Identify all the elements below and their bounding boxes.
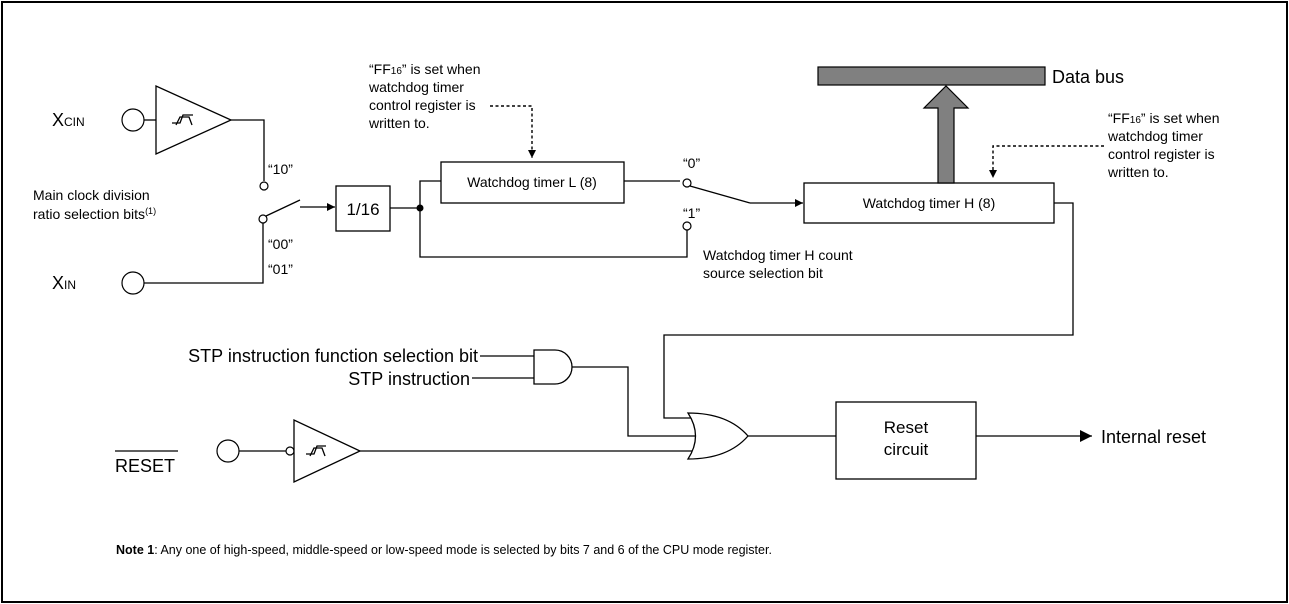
- reset-circuit-line2: circuit: [884, 440, 929, 459]
- timer-h-note-line1: “FF16” is set when: [1108, 110, 1219, 126]
- reset-circuit-line1: Reset: [884, 418, 929, 437]
- reset-inverter-bubble: [285, 446, 295, 456]
- timer-l-note-line4: written to.: [368, 115, 430, 131]
- h-source-label-line1: Watchdog timer H count: [703, 247, 853, 263]
- data-bus-label: Data bus: [1052, 67, 1124, 87]
- xin-label: XIN: [52, 273, 76, 293]
- timer-h-note-line3: control register is: [1108, 146, 1215, 162]
- clock-switch-10-label: “10”: [268, 161, 293, 177]
- h-source-0-contact: [682, 178, 692, 188]
- reset-or-gate: [686, 412, 749, 460]
- xin-pin: [121, 271, 145, 295]
- reset-schmitt-buffer: [293, 418, 362, 484]
- watchdog-timer-l-box: [440, 161, 625, 204]
- xcin-schmitt-buffer: [155, 84, 233, 156]
- watchdog-timer-h-box: [803, 182, 1055, 224]
- internal-reset-label: Internal reset: [1101, 427, 1206, 447]
- h-source-label-line2: source selection bit: [703, 265, 823, 281]
- timer-l-note-arrow: [490, 105, 536, 158]
- reset-circuit-box: [835, 401, 977, 480]
- timer-h-note-line2: watchdog timer: [1107, 128, 1203, 144]
- clock-selector-label-line1: Main clock division: [33, 187, 150, 203]
- timer-l-note-line1: “FF16” is set when: [369, 61, 480, 77]
- xcin-pin: [121, 108, 145, 132]
- footnote: Note 1: Any one of high-speed, middle-sp…: [116, 543, 772, 557]
- clock-switch-00-label: “00”: [268, 236, 293, 252]
- reset-label: RESET: [115, 456, 175, 476]
- h-source-1-contact: [682, 221, 692, 231]
- h-source-0-label: “0”: [683, 155, 700, 171]
- timer-h-note-arrow: [989, 145, 1104, 178]
- watchdog-timer-h-label: Watchdog timer H (8): [863, 195, 996, 211]
- timer-h-note-line4: written to.: [1107, 164, 1169, 180]
- xcin-label: XCIN: [52, 110, 85, 130]
- stp-instruction-label: STP instruction: [348, 369, 470, 389]
- stp-function-bit-label: STP instruction function selection bit: [188, 346, 478, 366]
- clock-selector-label-line2: ratio selection bits(1): [33, 206, 156, 222]
- data-bus-arrow: [922, 85, 970, 184]
- divider-1-16-label: 1/16: [346, 200, 379, 219]
- timer-l-note-line2: watchdog timer: [368, 79, 464, 95]
- clock-switch-pivot: [258, 214, 268, 224]
- data-bus-bar: [817, 66, 1046, 86]
- h-source-1-label: “1”: [683, 205, 700, 221]
- clock-switch-10-contact: [259, 181, 269, 191]
- timer-l-note-line3: control register is: [369, 97, 476, 113]
- stp-and-gate: [533, 349, 573, 385]
- watchdog-timer-l-label: Watchdog timer L (8): [467, 174, 597, 190]
- clock-switch-01-label: “01”: [268, 261, 293, 277]
- reset-pin: [216, 439, 240, 463]
